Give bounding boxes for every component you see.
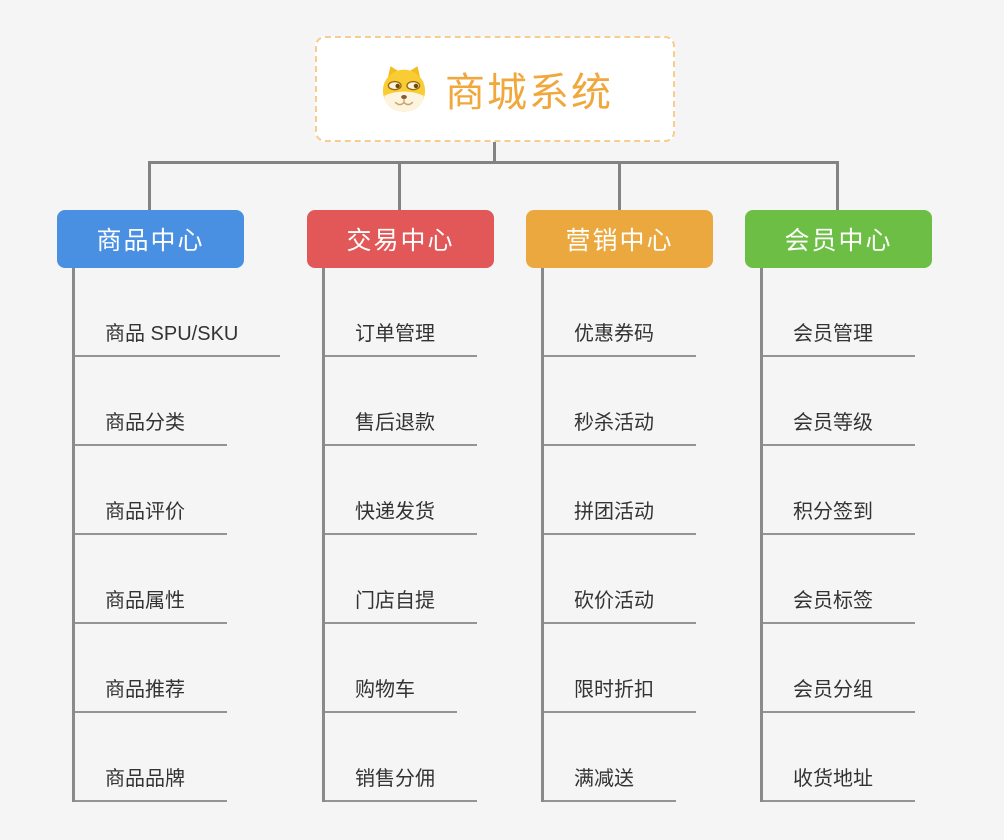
leaf-member-level[interactable]: 会员等级	[763, 406, 915, 446]
root-title: 商城系统	[445, 71, 613, 115]
leaf-item: 订单管理	[325, 268, 494, 357]
leaf-item: 商品属性	[75, 535, 280, 624]
connector-drop-trade	[398, 161, 401, 210]
node-marketing-center[interactable]: 营销中心	[526, 210, 713, 268]
leaf-item: 优惠券码	[544, 268, 713, 357]
leaf-product-brand[interactable]: 商品品牌	[75, 762, 227, 802]
leaf-bargain-activity[interactable]: 砍价活动	[544, 584, 696, 624]
leaf-product-attribute[interactable]: 商品属性	[75, 584, 227, 624]
leaf-item: 会员标签	[763, 535, 932, 624]
doge-icon	[382, 66, 426, 112]
leaf-item: 商品评价	[75, 446, 280, 535]
connector-drop-marketing	[618, 161, 621, 210]
leaf-aftersale-refund[interactable]: 售后退款	[325, 406, 477, 446]
leaf-item: 商品品牌	[75, 713, 280, 802]
branch-line-marketing: 优惠券码 秒杀活动 拼团活动 砍价活动 限时折扣 满减送	[541, 268, 713, 802]
leaf-item: 限时折扣	[544, 624, 713, 713]
connector-drop-member	[836, 161, 839, 210]
leaf-item: 快递发货	[325, 446, 494, 535]
branch-line-member: 会员管理 会员等级 积分签到 会员标签 会员分组 收货地址	[760, 268, 932, 802]
leaf-member-tags[interactable]: 会员标签	[763, 584, 915, 624]
leaf-item: 商品分类	[75, 357, 280, 446]
leaf-item: 商品推荐	[75, 624, 280, 713]
leaf-spend-save[interactable]: 满减送	[544, 762, 676, 802]
leaf-item: 门店自提	[325, 535, 494, 624]
leaf-item: 砍价活动	[544, 535, 713, 624]
branch-member-center: 会员中心 会员管理 会员等级 积分签到 会员标签 会员分组 收货地址	[745, 210, 932, 802]
leaf-product-category[interactable]: 商品分类	[75, 406, 227, 446]
leaf-points-checkin[interactable]: 积分签到	[763, 495, 915, 535]
branch-marketing-center: 营销中心 优惠券码 秒杀活动 拼团活动 砍价活动 限时折扣 满减送	[526, 210, 713, 802]
leaf-coupon-code[interactable]: 优惠券码	[544, 317, 696, 357]
leaf-product-recommend[interactable]: 商品推荐	[75, 673, 227, 713]
node-member-center[interactable]: 会员中心	[745, 210, 932, 268]
leaf-item: 商品 SPU/SKU	[75, 268, 281, 357]
root-node-mall-system[interactable]: 商城系统	[315, 36, 675, 142]
leaf-member-management[interactable]: 会员管理	[763, 317, 915, 357]
leaf-shipping-address[interactable]: 收货地址	[763, 762, 915, 802]
leaf-item: 拼团活动	[544, 446, 713, 535]
connector-horizontal-bus	[148, 161, 839, 164]
leaf-flash-sale[interactable]: 秒杀活动	[544, 406, 696, 446]
leaf-sales-commission[interactable]: 销售分佣	[325, 762, 477, 802]
branch-line-trade: 订单管理 售后退款 快递发货 门店自提 购物车 销售分佣	[322, 268, 494, 802]
leaf-member-groups[interactable]: 会员分组	[763, 673, 915, 713]
leaf-item: 购物车	[325, 624, 494, 713]
node-trade-center[interactable]: 交易中心	[307, 210, 494, 268]
leaf-limited-time-discount[interactable]: 限时折扣	[544, 673, 696, 713]
connector-drop-product	[148, 161, 151, 210]
branch-trade-center: 交易中心 订单管理 售后退款 快递发货 门店自提 购物车 销售分佣	[307, 210, 494, 802]
leaf-item: 满减送	[544, 713, 713, 802]
leaf-item: 售后退款	[325, 357, 494, 446]
leaf-order-management[interactable]: 订单管理	[325, 317, 477, 357]
leaf-group-buying[interactable]: 拼团活动	[544, 495, 696, 535]
leaf-product-review[interactable]: 商品评价	[75, 495, 227, 535]
leaf-item: 积分签到	[763, 446, 932, 535]
leaf-item: 会员等级	[763, 357, 932, 446]
leaf-item: 会员管理	[763, 268, 932, 357]
branch-product-center: 商品中心 商品 SPU/SKU 商品分类 商品评价 商品属性 商品推荐 商品品牌	[57, 210, 281, 802]
connector-root-stem	[493, 142, 496, 163]
leaf-express-shipping[interactable]: 快递发货	[325, 495, 477, 535]
leaf-item: 销售分佣	[325, 713, 494, 802]
leaf-store-pickup[interactable]: 门店自提	[325, 584, 477, 624]
branch-line-product: 商品 SPU/SKU 商品分类 商品评价 商品属性 商品推荐 商品品牌	[72, 268, 281, 802]
leaf-product-spu-sku[interactable]: 商品 SPU/SKU	[75, 317, 281, 357]
leaf-shopping-cart[interactable]: 购物车	[325, 673, 457, 713]
leaf-item: 收货地址	[763, 713, 932, 802]
node-product-center[interactable]: 商品中心	[57, 210, 244, 268]
leaf-item: 会员分组	[763, 624, 932, 713]
leaf-item: 秒杀活动	[544, 357, 713, 446]
